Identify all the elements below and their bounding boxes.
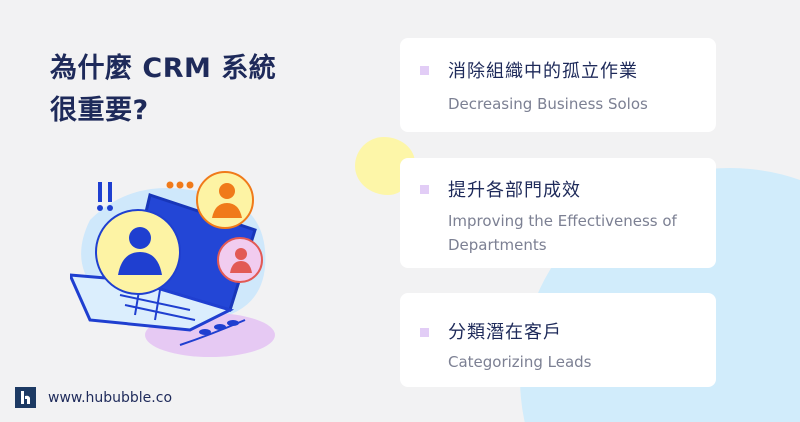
card-subtitle: Improving the Effectiveness of Departmen… [448, 212, 677, 254]
laptop-illustration [67, 160, 300, 360]
card-heading: 分類潛在客戶 [448, 322, 562, 343]
page-title: 為什麼 CRM 系統 很重要? [50, 48, 276, 132]
square-bullet-icon [420, 185, 429, 194]
benefit-card-3: 分類潛在客戶 Categorizing Leads [400, 293, 716, 387]
card-heading: 消除組織中的孤立作業 [448, 61, 638, 82]
title-line-1: 為什麼 CRM 系統 [50, 53, 277, 84]
title-line-2: 很重要? [50, 95, 149, 126]
benefit-card-2: 提升各部門成效 Improving the Effectiveness of D… [400, 158, 716, 268]
website-link[interactable]: www.hububble.co [48, 389, 173, 406]
footer: www.hububble.co [15, 387, 172, 408]
hububble-logo-icon [15, 387, 36, 408]
benefit-card-1: 消除組織中的孤立作業 Decreasing Business Solos [400, 38, 716, 132]
square-bullet-icon [420, 328, 429, 337]
card-subtitle: Decreasing Business Solos [448, 95, 648, 113]
card-heading: 提升各部門成效 [448, 180, 581, 201]
square-bullet-icon [420, 66, 429, 75]
card-subtitle: Categorizing Leads [448, 353, 592, 371]
